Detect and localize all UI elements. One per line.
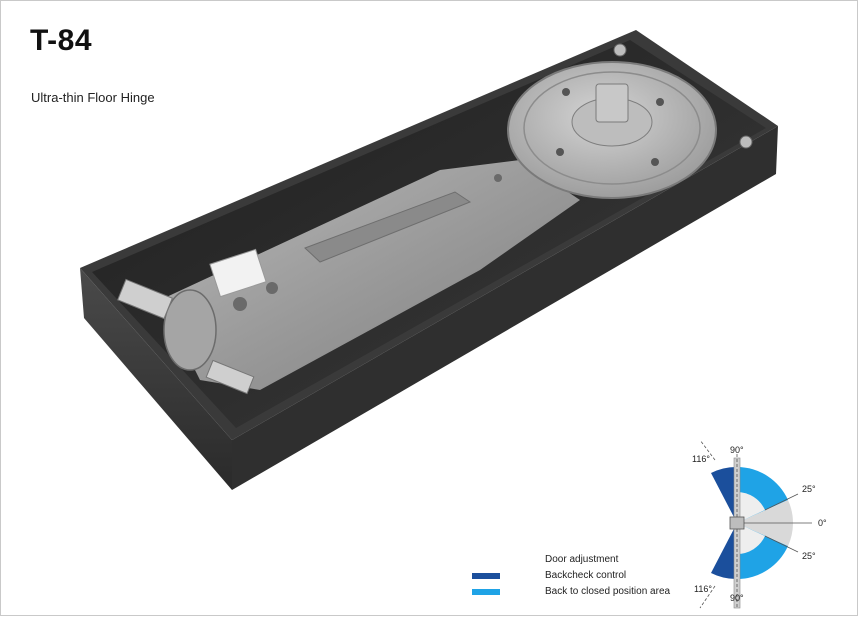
legend-label: Backcheck control — [545, 570, 627, 581]
angle-label-closed: 0° — [818, 518, 827, 528]
adjustment-valve — [163, 289, 217, 371]
angle-label-bottom-open: 90° — [730, 593, 744, 603]
screw — [613, 43, 627, 57]
angle-label-top-max: 116° — [692, 454, 710, 464]
neutral-area-bottom — [737, 523, 793, 546]
angle-label-lower-small: 25° — [802, 551, 816, 561]
spindle — [595, 83, 629, 123]
angle-label-top-open: 90° — [730, 445, 744, 455]
angle-label-bottom-max: 116° — [694, 584, 712, 594]
legend-swatch-closing — [472, 589, 500, 595]
model-title: T-84 — [30, 24, 93, 57]
legend-label: Door adjustment — [545, 554, 619, 565]
product-description: Ultra-thin Floor Hinge — [31, 90, 155, 105]
neutral-area-top — [737, 500, 793, 523]
clip-bracket — [117, 278, 173, 320]
box-side-face — [232, 126, 778, 490]
backcheck-area-bottom — [711, 523, 737, 580]
opening-angle-diagram: 90° 116° 25° 0° 25° 116° 90° — [692, 440, 827, 609]
backcheck-area-top — [711, 466, 737, 523]
angle-label-upper-small: 25° — [802, 484, 816, 494]
hinge-body — [160, 160, 580, 390]
legend-label: Back to closed position area — [545, 586, 671, 597]
screw — [739, 135, 753, 149]
box-front-face — [80, 268, 232, 490]
hinge-slot — [304, 191, 472, 263]
legend-swatch-backcheck — [472, 573, 500, 579]
label-sticker — [209, 248, 267, 298]
